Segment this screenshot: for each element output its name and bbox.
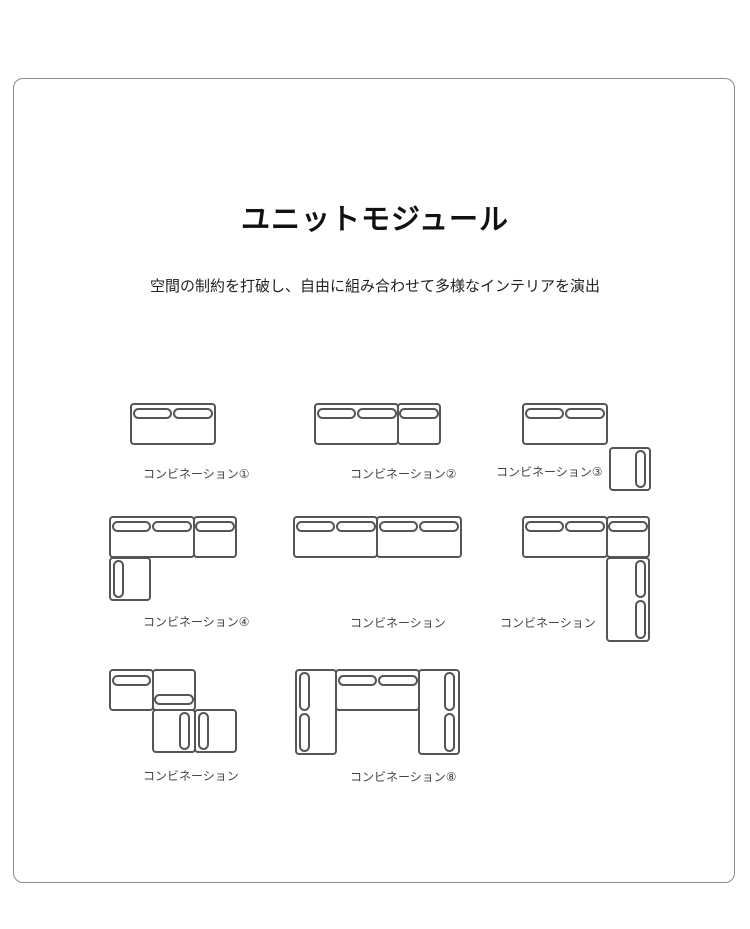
combination-6-diagram xyxy=(522,516,650,642)
combination-8-diagram xyxy=(295,669,460,755)
combination-3-diagram xyxy=(522,403,651,491)
module-card xyxy=(13,78,735,883)
combination-2-diagram xyxy=(314,403,441,445)
combination-2-label: コンビネーション② xyxy=(350,467,457,481)
combination-7-diagram xyxy=(109,669,237,753)
page-subtitle: 空間の制約を打破し、自由に組み合わせて多様なインテリアを演出 xyxy=(149,277,600,295)
combination-3-label: コンビネーション③ xyxy=(496,465,603,479)
combination-4-diagram xyxy=(109,516,237,601)
combination-5-diagram xyxy=(293,516,462,558)
combination-7-label: コンビネーション xyxy=(143,769,239,783)
combination-1-label: コンビネーション① xyxy=(143,467,250,481)
combination-8-label: コンビネーション⑧ xyxy=(350,770,457,784)
combination-1-diagram xyxy=(130,403,216,445)
combination-6-label: コンビネーション xyxy=(500,616,596,630)
combination-4-label: コンビネーション④ xyxy=(143,615,250,629)
page-title: ユニットモジュール xyxy=(241,202,509,236)
combination-5-label: コンビネーション xyxy=(350,616,446,630)
